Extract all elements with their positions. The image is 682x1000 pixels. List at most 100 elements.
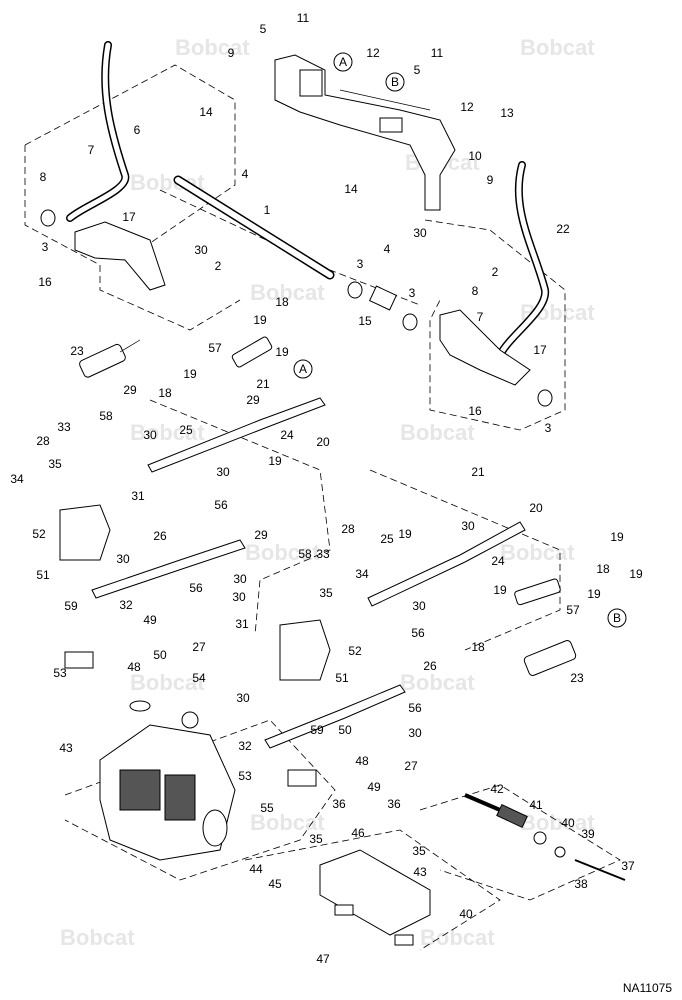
watermark-text: Bobcat xyxy=(400,420,475,445)
callout-18: 18 xyxy=(275,295,289,309)
callout-18: 18 xyxy=(158,386,172,400)
linkage-bar-24-lower xyxy=(367,521,526,607)
callout-2: 2 xyxy=(492,265,499,279)
callout-32: 32 xyxy=(119,598,133,612)
callout-19: 19 xyxy=(398,527,412,541)
watermark-text: Bobcat xyxy=(245,540,320,565)
callout-56: 56 xyxy=(408,701,422,715)
callout-28: 28 xyxy=(36,434,50,448)
figure-id: NA11075 xyxy=(623,981,672,995)
callout-42: 42 xyxy=(490,782,504,796)
callout-19: 19 xyxy=(629,567,643,581)
callout-3: 3 xyxy=(357,257,364,271)
callout-56: 56 xyxy=(189,581,203,595)
callout-19: 19 xyxy=(275,345,289,359)
callout-23: 23 xyxy=(570,671,584,685)
watermark-text: Bobcat xyxy=(420,925,495,950)
callout-51: 51 xyxy=(335,671,349,685)
assembly-outlines xyxy=(24,64,621,951)
plate-52-left xyxy=(59,504,111,561)
callout-27: 27 xyxy=(404,759,418,773)
callout-30: 30 xyxy=(116,552,130,566)
callout-29: 29 xyxy=(123,383,137,397)
reference-marker-b-lower xyxy=(607,608,627,628)
callout-14: 14 xyxy=(344,182,358,196)
top-mounting-frame xyxy=(274,54,456,211)
watermark-text: Bobcat xyxy=(520,35,595,60)
outline-linkage-right xyxy=(369,469,561,651)
outline-pump xyxy=(64,719,336,881)
callout-8: 8 xyxy=(472,284,479,298)
watermark-text: Bobcat xyxy=(400,670,475,695)
callout-58: 58 xyxy=(99,409,113,423)
callout-37: 37 xyxy=(621,859,635,873)
callout-30: 30 xyxy=(143,428,157,442)
callout-30: 30 xyxy=(194,243,208,257)
linkage-bar-26-right xyxy=(264,684,406,749)
callout-50: 50 xyxy=(338,723,352,737)
callout-17: 17 xyxy=(533,343,547,357)
callout-13: 13 xyxy=(500,106,514,120)
callout-40: 40 xyxy=(561,816,575,830)
callout-36: 36 xyxy=(387,797,401,811)
left-pivot-bracket xyxy=(40,209,166,291)
callout-12: 12 xyxy=(366,46,380,60)
callout-25: 25 xyxy=(179,423,193,437)
callout-34: 34 xyxy=(355,567,369,581)
callout-19: 19 xyxy=(493,583,507,597)
callout-30: 30 xyxy=(236,691,250,705)
callout-54: 54 xyxy=(192,671,206,685)
callout-35: 35 xyxy=(412,844,426,858)
callout-43: 43 xyxy=(413,865,427,879)
reference-marker-a-lower xyxy=(293,359,313,379)
callout-19: 19 xyxy=(268,454,282,468)
callout-9: 9 xyxy=(487,173,494,187)
callout-49: 49 xyxy=(143,613,157,627)
callout-26: 26 xyxy=(423,659,437,673)
callout-30: 30 xyxy=(413,226,427,240)
callout-3: 3 xyxy=(42,240,49,254)
callout-20: 20 xyxy=(529,501,543,515)
callout-24: 24 xyxy=(491,554,505,568)
cross-shaft-rod xyxy=(173,175,418,331)
outline-right-lever xyxy=(424,219,566,431)
callout-56: 56 xyxy=(214,498,228,512)
callout-27: 27 xyxy=(192,640,206,654)
callout-10: 10 xyxy=(468,149,482,163)
right-pivot-bracket xyxy=(439,309,553,407)
callout-32: 32 xyxy=(238,739,252,753)
callout-40: 40 xyxy=(459,907,473,921)
callout-31: 31 xyxy=(131,489,145,503)
callout-22: 22 xyxy=(556,222,570,236)
hydrostatic-pump xyxy=(99,700,236,861)
block-53-right xyxy=(287,769,317,787)
watermark-text: Bobcat xyxy=(60,925,135,950)
callout-4: 4 xyxy=(384,242,391,256)
callout-41: 41 xyxy=(529,798,543,812)
callout-30: 30 xyxy=(412,599,426,613)
callout-29: 29 xyxy=(246,393,260,407)
callout-29: 29 xyxy=(254,528,268,542)
callout-53: 53 xyxy=(238,769,252,783)
reference-marker-a-top-label: A xyxy=(339,55,347,69)
callout-26: 26 xyxy=(153,529,167,543)
callout-30: 30 xyxy=(233,572,247,586)
callout-46: 46 xyxy=(351,826,365,840)
callout-30: 30 xyxy=(408,726,422,740)
callout-19: 19 xyxy=(253,313,267,327)
reference-marker-a-top xyxy=(333,52,353,72)
reference-markers: A B A B xyxy=(293,52,627,628)
outline-left-lever xyxy=(24,64,236,251)
callout-7: 7 xyxy=(88,143,95,157)
callout-18: 18 xyxy=(596,562,610,576)
callout-11: 11 xyxy=(431,46,444,60)
callout-4: 4 xyxy=(242,167,249,181)
callout-48: 48 xyxy=(127,660,141,674)
callout-24: 24 xyxy=(280,428,294,442)
callout-35: 35 xyxy=(319,586,333,600)
callout-47: 47 xyxy=(316,952,330,966)
callout-43: 43 xyxy=(59,741,73,755)
watermark-text: Bobcat xyxy=(130,420,205,445)
